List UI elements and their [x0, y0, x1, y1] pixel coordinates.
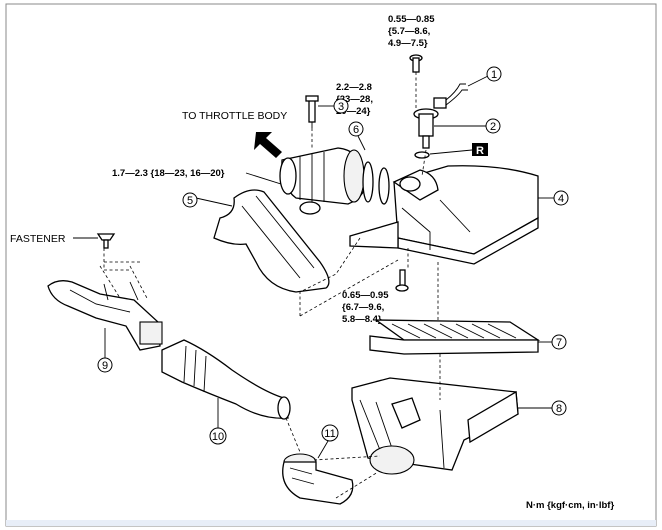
- callout-5: 5: [182, 192, 198, 208]
- callout-4: 4: [553, 190, 569, 206]
- callout-9: 9: [97, 357, 113, 373]
- torque-spec-clamp6-line2: {23—28,: [336, 94, 373, 105]
- part-4-air-cleaner-cover: [349, 165, 539, 265]
- svg-text:9: 9: [102, 360, 108, 372]
- svg-text:6: 6: [353, 124, 359, 136]
- callout-2: 2: [485, 118, 501, 134]
- part-5-resonator: [213, 189, 330, 293]
- torque-spec-bottom-line1: 0.65—0.95: [342, 290, 389, 301]
- torque-spec-clamp6-line3: 20—24}: [336, 106, 371, 117]
- svg-text:R: R: [476, 145, 484, 157]
- replace-mark: R: [472, 143, 488, 157]
- svg-text:8: 8: [556, 403, 562, 415]
- leader-11: [317, 440, 329, 459]
- svg-text:5: 5: [187, 195, 193, 207]
- svg-text:11: 11: [324, 428, 335, 440]
- part-9-fresh-air-duct: [47, 280, 163, 351]
- torque-spec-bottom-line2: {6.7—9.6,: [342, 302, 384, 313]
- bottom-bolt: [395, 269, 409, 292]
- callout-11: 11: [321, 424, 339, 442]
- diagram-frame: [5, 3, 657, 527]
- part-2-maf-sensor: [413, 108, 439, 149]
- callout-1: 1: [486, 66, 502, 82]
- assembly-guide-lines: [99, 72, 441, 499]
- torque-spec-top-line1: 0.55—0.85: [388, 14, 435, 25]
- torque-spec-clamp6-line1: 2.2—2.8: [336, 82, 372, 93]
- bottom-bar: [6, 520, 656, 526]
- torque-spec-top-line3: 4.9—7.5}: [388, 38, 428, 49]
- part-3-sensor: [305, 95, 319, 128]
- callout-7: 7: [551, 334, 567, 350]
- part-10-intake-hose: [161, 339, 291, 420]
- svg-text:1: 1: [491, 69, 497, 81]
- leader-5: [195, 197, 233, 207]
- callout-10: 10: [209, 427, 227, 445]
- top-bolt: [409, 54, 423, 73]
- svg-text:4: 4: [558, 193, 564, 205]
- fastener-clip: [96, 233, 116, 249]
- svg-text:3: 3: [338, 101, 344, 113]
- torque-spec-bottom-line3: 5.8—8.4}: [342, 314, 382, 325]
- svg-text:10: 10: [212, 431, 224, 443]
- leader-6: [357, 135, 366, 151]
- svg-text:7: 7: [556, 337, 562, 349]
- leader-r: [429, 149, 473, 155]
- callout-6: 6: [348, 121, 364, 137]
- svg-text:2: 2: [490, 121, 496, 133]
- part-6-intake-duct: [279, 147, 390, 205]
- part-8-air-cleaner-case: [351, 377, 519, 475]
- clamp-left: [299, 201, 321, 215]
- part-7-air-filter: [369, 319, 541, 355]
- torque-spec-top-line2: {5.7—8.6,: [388, 26, 430, 37]
- part-1-connector: [433, 83, 468, 109]
- callout-8: 8: [551, 400, 567, 416]
- to-throttle-body-label: TO THROTTLE BODY: [182, 110, 287, 122]
- callout-3: 3: [333, 98, 349, 114]
- part-11-elbow-duct: [282, 453, 354, 505]
- leader-1: [467, 75, 489, 87]
- fastener-label: FASTENER: [10, 233, 66, 245]
- torque-spec-clamp-left: 1.7—2.3 {18—23, 16—20}: [112, 168, 225, 179]
- units-label: N·m {kgf·cm, in·lbf}: [526, 500, 614, 511]
- throttle-direction-arrow: [254, 132, 282, 158]
- o-ring: [414, 151, 430, 159]
